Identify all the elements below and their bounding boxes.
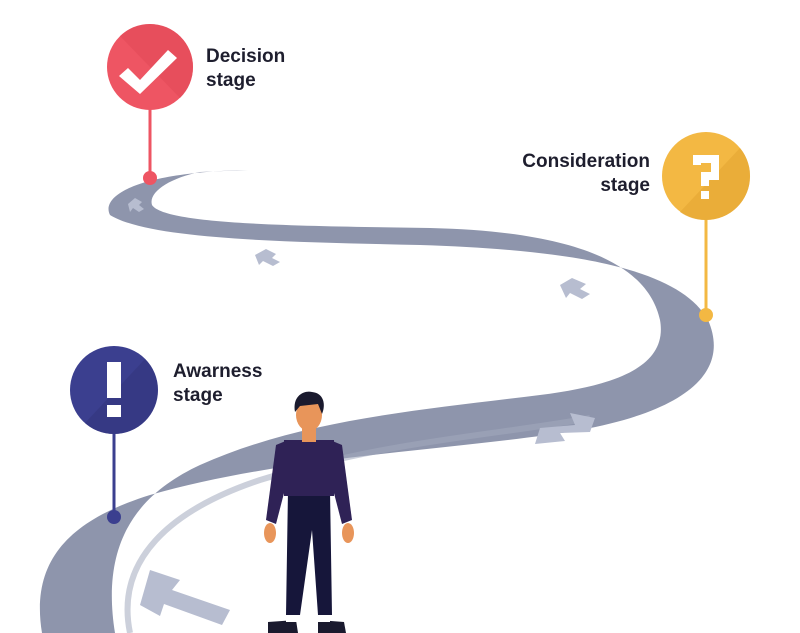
exclamation-icon bbox=[107, 362, 121, 417]
awareness-stage-line2: stage bbox=[173, 385, 223, 406]
road-body bbox=[39, 170, 714, 633]
consideration-stage-label: Consideration stage bbox=[510, 150, 650, 198]
decision-stage-label: Decision stage bbox=[206, 45, 285, 93]
road-arrow-4 bbox=[255, 249, 280, 266]
consideration-stage-line2: stage bbox=[600, 175, 650, 196]
winding-road bbox=[39, 170, 714, 633]
road-arrow-2 bbox=[535, 413, 595, 444]
road-shoulder bbox=[124, 415, 591, 633]
decision-pin bbox=[107, 23, 194, 185]
decision-stage-line2: stage bbox=[206, 70, 256, 91]
awareness-stage-label: Awarness stage bbox=[173, 360, 262, 408]
question-mark-icon bbox=[693, 155, 719, 199]
road-arrow-5 bbox=[128, 198, 144, 212]
checkmark-icon bbox=[119, 50, 177, 94]
road-arrow-3 bbox=[560, 278, 590, 299]
road-arrows bbox=[128, 198, 595, 625]
consideration-stage-line1: Consideration bbox=[522, 151, 650, 172]
awareness-pin bbox=[70, 346, 158, 524]
awareness-stage-line1: Awarness bbox=[173, 361, 263, 382]
consideration-pin bbox=[662, 132, 751, 322]
decision-stage-line1: Decision bbox=[206, 46, 286, 67]
person-figure bbox=[264, 391, 354, 633]
road-arrow-1 bbox=[140, 570, 230, 625]
